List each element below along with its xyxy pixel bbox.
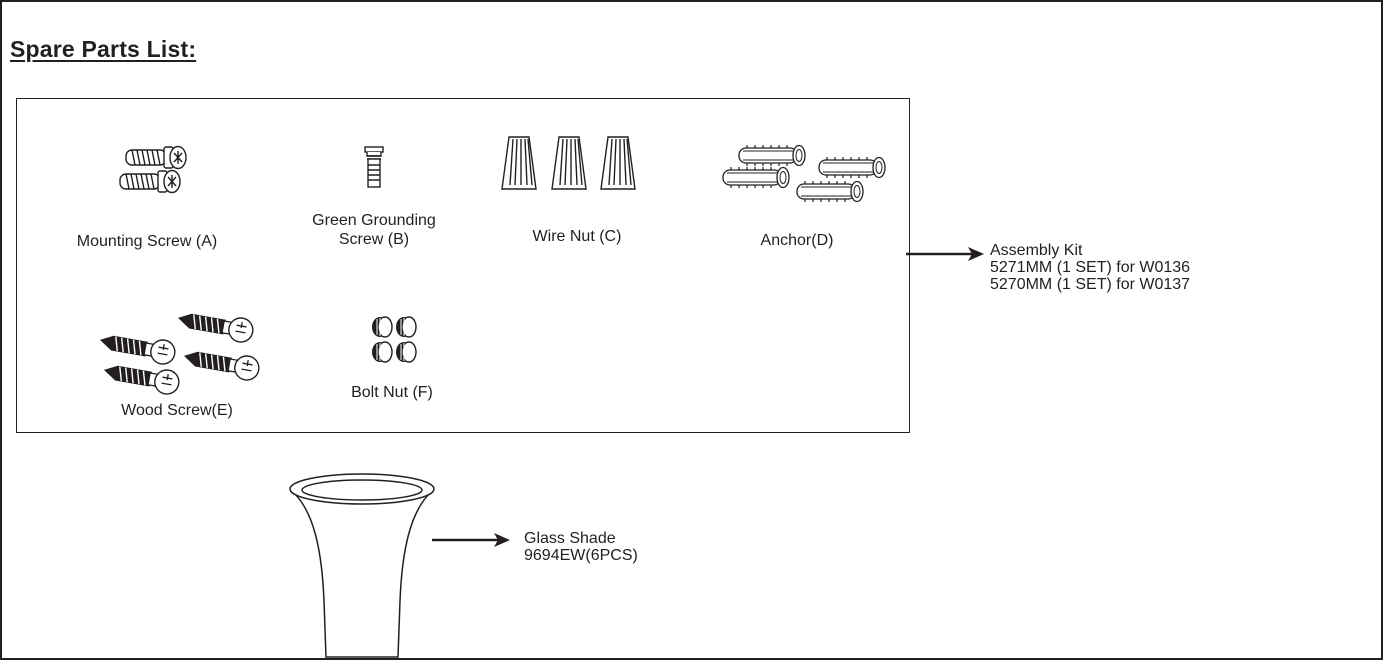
anchor-icon [722, 144, 886, 203]
assembly-kit-box: Mounting Screw (A) Green Grounding Screw… [16, 98, 910, 433]
anchor-label: Anchor(D) [760, 232, 834, 249]
mounting-screw-label: Mounting Screw (A) [76, 233, 218, 250]
assembly-kit-title: Assembly Kit [990, 242, 1083, 259]
glass-shade-title: Glass Shade [524, 530, 616, 547]
grounding-screw-icon [364, 146, 384, 188]
mounting-screw-icon [119, 145, 187, 194]
bolt-nut-label: Bolt Nut (F) [351, 384, 433, 401]
glass-shade-arrow-icon [432, 533, 510, 547]
glass-shade-code: 9694EW(6PCS) [524, 547, 638, 564]
assembly-kit-line-1: 5271MM (1 SET) for W0136 [990, 259, 1191, 276]
wire-nut-icon [501, 136, 636, 190]
grounding-screw-label-line2: Screw (B) [338, 231, 410, 248]
wire-nut-label: Wire Nut (C) [532, 228, 622, 245]
assembly-kit-line-2: 5270MM (1 SET) for W0137 [990, 276, 1191, 293]
wood-screw-label: Wood Screw(E) [121, 402, 233, 419]
page-title: Spare Parts List: [10, 36, 197, 62]
glass-shade-icon [289, 473, 435, 658]
assembly-kit-arrow-icon [906, 247, 984, 261]
grounding-screw-label-line1: Green Grounding [312, 212, 436, 229]
wood-screw-icon [97, 306, 262, 397]
bolt-nut-icon [371, 316, 417, 363]
